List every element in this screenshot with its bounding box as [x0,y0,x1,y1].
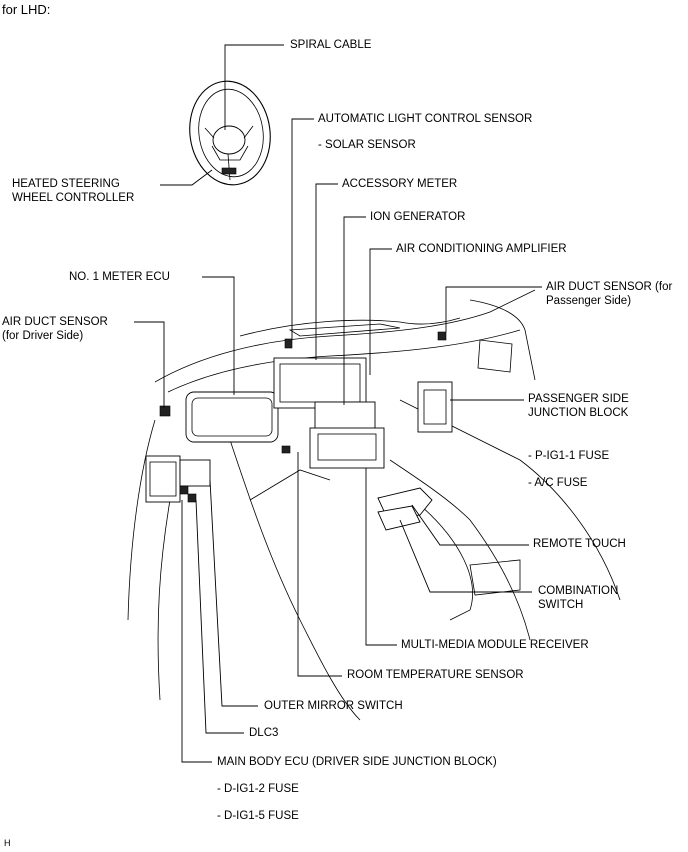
label-accessory-meter: ACCESSORY METER [342,178,458,190]
label-heated-steering: HEATED STEERING WHEEL CONTROLLER [12,178,135,204]
label-ac-fuse: - A/C FUSE [528,477,588,489]
components [145,331,453,531]
steering-wheel [189,80,271,186]
label-main-body-ecu: MAIN BODY ECU (DRIVER SIDE JUNCTION BLOC… [217,756,497,768]
page-header: for LHD: [2,2,51,17]
label-outer-mirror-switch: OUTER MIRROR SWITCH [264,700,403,712]
label-air-duct-driver: AIR DUCT SENSOR (for Driver Side) [2,316,108,342]
label-passenger-junction-block: PASSENGER SIDE JUNCTION BLOCK [528,393,629,419]
label-p-ig1-1-fuse: - P-IG1-1 FUSE [528,450,610,462]
label-remote-touch: REMOTE TOUCH [533,538,626,550]
label-d-ig1-2-fuse: - D-IG1-2 FUSE [217,783,299,795]
label-multimedia-receiver: MULTI-MEDIA MODULE RECEIVER [401,639,589,651]
label-no1-meter-ecu: NO. 1 METER ECU [69,271,170,283]
label-ion-generator: ION GENERATOR [370,211,466,223]
label-spiral-cable: SPIRAL CABLE [290,39,372,51]
label-d-ig1-5-fuse: - D-IG1-5 FUSE [217,810,299,822]
label-ac-amplifier: AIR CONDITIONING AMPLIFIER [396,243,567,255]
label-combination-switch: COMBINATION SWITCH [538,585,619,611]
figure-code: H [4,838,11,848]
label-auto-light-sensor: AUTOMATIC LIGHT CONTROL SENSOR [318,113,533,125]
label-solar-sensor: - SOLAR SENSOR [318,139,416,151]
label-room-temp-sensor: ROOM TEMPERATURE SENSOR [347,669,524,681]
leader-lines [134,44,542,763]
dashboard-outline [127,289,621,721]
label-dlc3: DLC3 [249,727,279,739]
label-air-duct-passenger: AIR DUCT SENSOR (for Passenger Side) [546,281,673,307]
